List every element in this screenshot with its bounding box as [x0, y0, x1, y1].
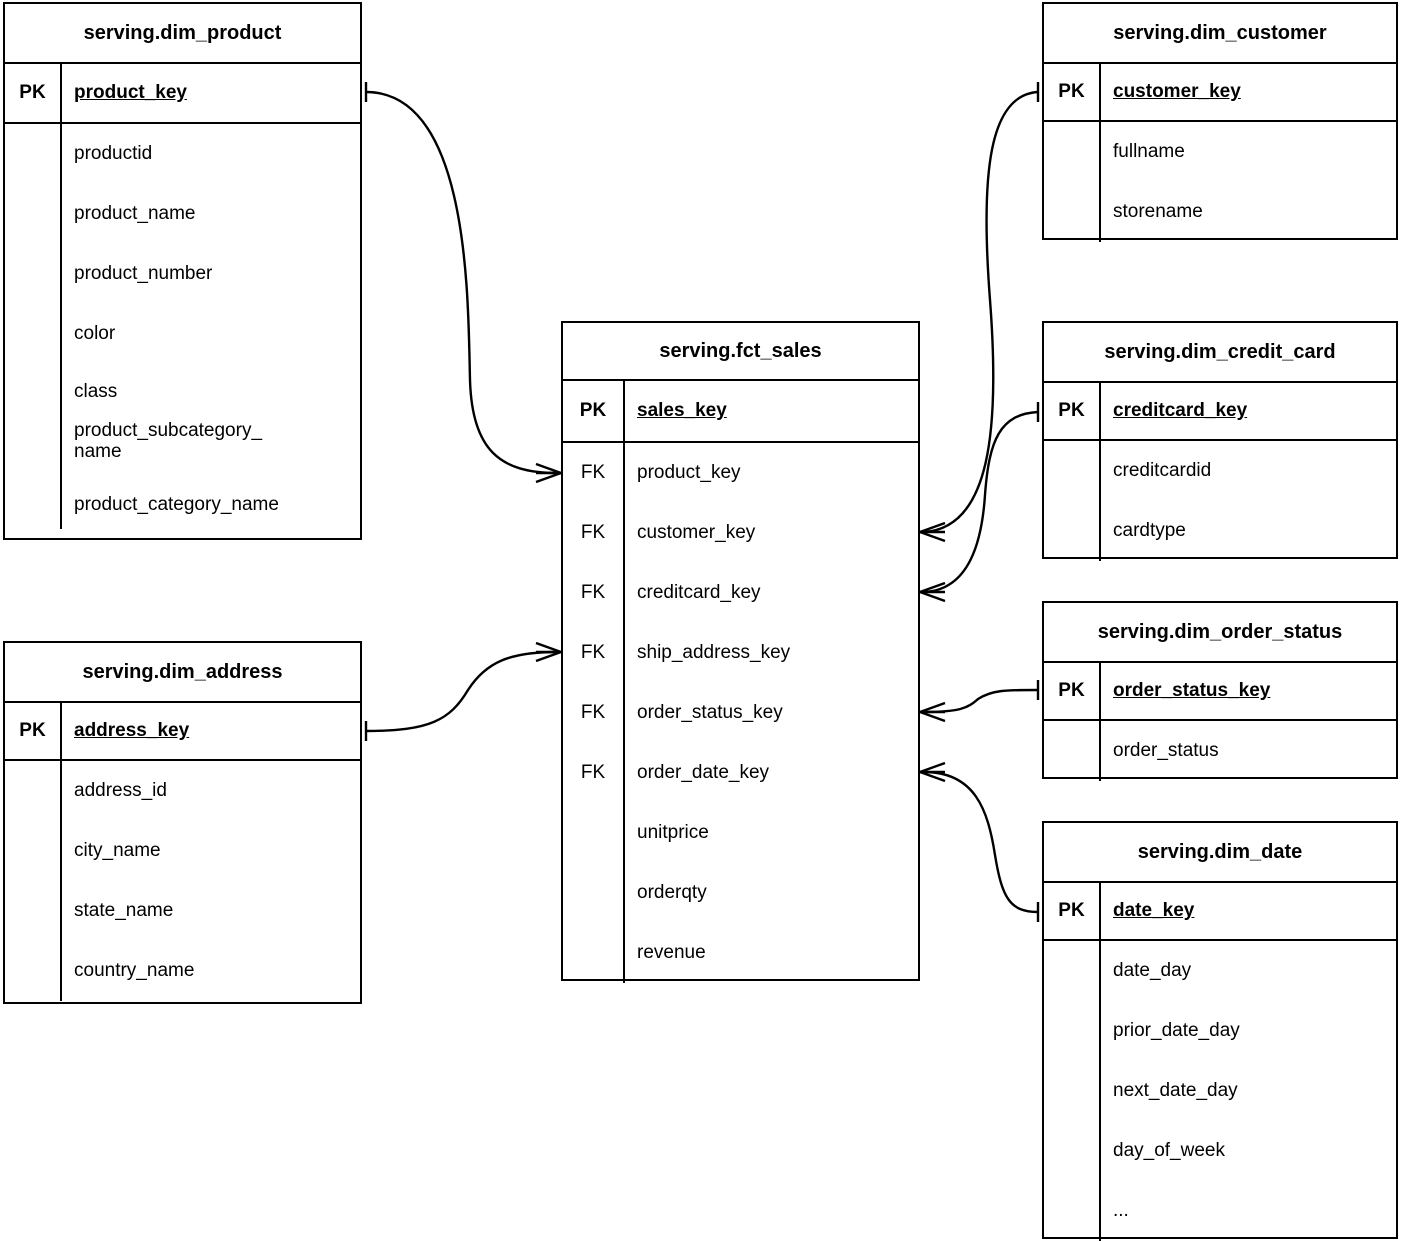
relationship-customer — [919, 82, 1040, 543]
pk-row-fct-sales: PK sales_key — [563, 381, 918, 443]
pk-badge-dim-product: PK — [19, 82, 46, 103]
field-row: state_name — [74, 900, 174, 921]
crowfoot-address-a — [535, 641, 562, 654]
crowfoot-order-status-c — [919, 710, 946, 723]
field-row: product_key — [637, 462, 741, 483]
field-row: date_day — [1113, 960, 1192, 981]
field-row: revenue — [637, 942, 706, 963]
pk-row-dim-product: PK product_key — [5, 64, 360, 124]
pk-field-fct-sales: sales_key — [637, 400, 727, 421]
fields-dim-customer: fullname storename — [1044, 122, 1396, 242]
relationship-date — [919, 761, 1040, 922]
entity-dim-address[interactable]: serving.dim_address PK address_key addre… — [3, 641, 362, 1004]
field-row: next_date_day — [1113, 1080, 1238, 1101]
field-row: storename — [1113, 201, 1203, 222]
field-row: prior_date_day — [1113, 1020, 1240, 1041]
entity-dim-customer[interactable]: serving.dim_customer PK customer_key ful… — [1042, 2, 1398, 242]
fk-badge — [563, 803, 623, 863]
fields-dim-order-status: order_status — [1044, 721, 1396, 781]
fk-badge — [563, 923, 623, 983]
entity-title-dim-product: serving.dim_product — [5, 4, 360, 64]
entity-fct-sales[interactable]: serving.fct_sales PK sales_key FK FK FK … — [561, 321, 920, 983]
pk-row-dim-order-status: PK order_status_key — [1044, 663, 1396, 721]
pk-row-dim-address: PK address_key — [5, 703, 360, 761]
fields-dim-product: productid product_name product_number co… — [5, 124, 360, 529]
fk-badge — [563, 863, 623, 923]
pk-field-dim-address: address_key — [74, 720, 190, 741]
field-row: ship_address_key — [637, 642, 791, 663]
field-row: color — [74, 323, 116, 344]
fk-badge: FK — [580, 462, 606, 483]
field-row: creditcard_key — [637, 582, 761, 603]
crowfoot-product-a — [535, 462, 562, 475]
field-row: customer_key — [637, 522, 756, 543]
field-row: product_subcategory_ name — [74, 420, 263, 462]
fk-badge: FK — [580, 582, 606, 603]
entity-title-fct-sales: serving.fct_sales — [563, 323, 918, 381]
pk-badge-dim-credit-card: PK — [1058, 400, 1085, 421]
crowfoot-creditcard-c — [919, 590, 946, 603]
crowfoot-customer-c — [919, 530, 946, 543]
relationship-creditcard — [919, 402, 1040, 603]
fields-dim-date: date_day prior_date_day next_date_day da… — [1044, 941, 1396, 1241]
field-row: day_of_week — [1113, 1140, 1225, 1161]
crowfoot-creditcard-a — [919, 581, 946, 594]
field-row: creditcardid — [1113, 460, 1212, 481]
pk-badge-dim-order-status: PK — [1058, 680, 1085, 701]
entity-dim-product[interactable]: serving.dim_product PK product_key produ… — [3, 2, 362, 540]
entity-dim-credit-card[interactable]: serving.dim_credit_card PK creditcard_ke… — [1042, 321, 1398, 561]
pk-field-dim-order-status: order_status_key — [1113, 680, 1271, 701]
field-row: class — [74, 380, 118, 402]
pk-field-dim-product: product_key — [74, 82, 187, 103]
entity-dim-order-status[interactable]: serving.dim_order_status PK order_status… — [1042, 601, 1398, 781]
entity-dim-date[interactable]: serving.dim_date PK date_key date_day pr… — [1042, 821, 1398, 1241]
crowfoot-order-status-a — [919, 701, 946, 714]
field-row: order_status — [1113, 740, 1219, 761]
field-row: cardtype — [1113, 520, 1186, 541]
field-row: order_date_key — [637, 762, 770, 783]
entity-title-dim-address: serving.dim_address — [5, 643, 360, 703]
pk-row-dim-date: PK date_key — [1044, 883, 1396, 941]
field-row: address_id — [74, 780, 167, 801]
pk-badge-dim-address: PK — [19, 720, 46, 741]
field-row: product_category_name — [74, 494, 279, 515]
pk-badge-dim-date: PK — [1058, 900, 1085, 921]
crowfoot-date-c — [919, 770, 946, 783]
relationship-product — [364, 82, 562, 484]
field-row: unitprice — [637, 822, 709, 843]
relationship-address — [364, 641, 562, 741]
entity-title-dim-credit-card: serving.dim_credit_card — [1044, 323, 1396, 383]
crowfoot-product-c — [535, 471, 562, 484]
field-row: orderqty — [637, 882, 707, 903]
relationship-order-status — [919, 680, 1040, 723]
fields-dim-credit-card: creditcardid cardtype — [1044, 441, 1396, 561]
fields-fct-sales: FK FK FK FK FK FK product_key customer_k… — [563, 443, 918, 983]
crowfoot-address-c — [535, 650, 562, 663]
fk-badge: FK — [580, 522, 606, 543]
entity-title-dim-customer: serving.dim_customer — [1044, 4, 1396, 64]
fk-badge: FK — [580, 702, 606, 723]
field-row: product_name — [74, 203, 196, 224]
pk-field-dim-customer: customer_key — [1113, 81, 1241, 102]
pk-field-dim-date: date_key — [1113, 900, 1195, 921]
field-row: country_name — [74, 960, 195, 981]
field-row: product_number — [74, 263, 213, 284]
pk-badge-fct-sales: PK — [579, 400, 607, 421]
fk-badge: FK — [580, 762, 606, 783]
pk-row-dim-credit-card: PK creditcard_key — [1044, 383, 1396, 441]
crowfoot-customer-a — [919, 521, 946, 534]
field-row: city_name — [74, 840, 161, 861]
entity-title-dim-date: serving.dim_date — [1044, 823, 1396, 883]
field-row: order_status_key — [637, 702, 783, 723]
pk-field-dim-credit-card: creditcard_key — [1113, 400, 1248, 421]
pk-badge-dim-customer: PK — [1058, 81, 1085, 102]
crowfoot-date-a — [919, 761, 946, 774]
pk-row-dim-customer: PK customer_key — [1044, 64, 1396, 122]
entity-title-dim-order-status: serving.dim_order_status — [1044, 603, 1396, 663]
fk-badge: FK — [580, 642, 606, 663]
fields-dim-address: address_id city_name state_name country_… — [5, 761, 360, 1001]
field-row: ... — [1113, 1200, 1129, 1221]
field-row: fullname — [1113, 141, 1185, 162]
field-row: productid — [74, 143, 153, 164]
